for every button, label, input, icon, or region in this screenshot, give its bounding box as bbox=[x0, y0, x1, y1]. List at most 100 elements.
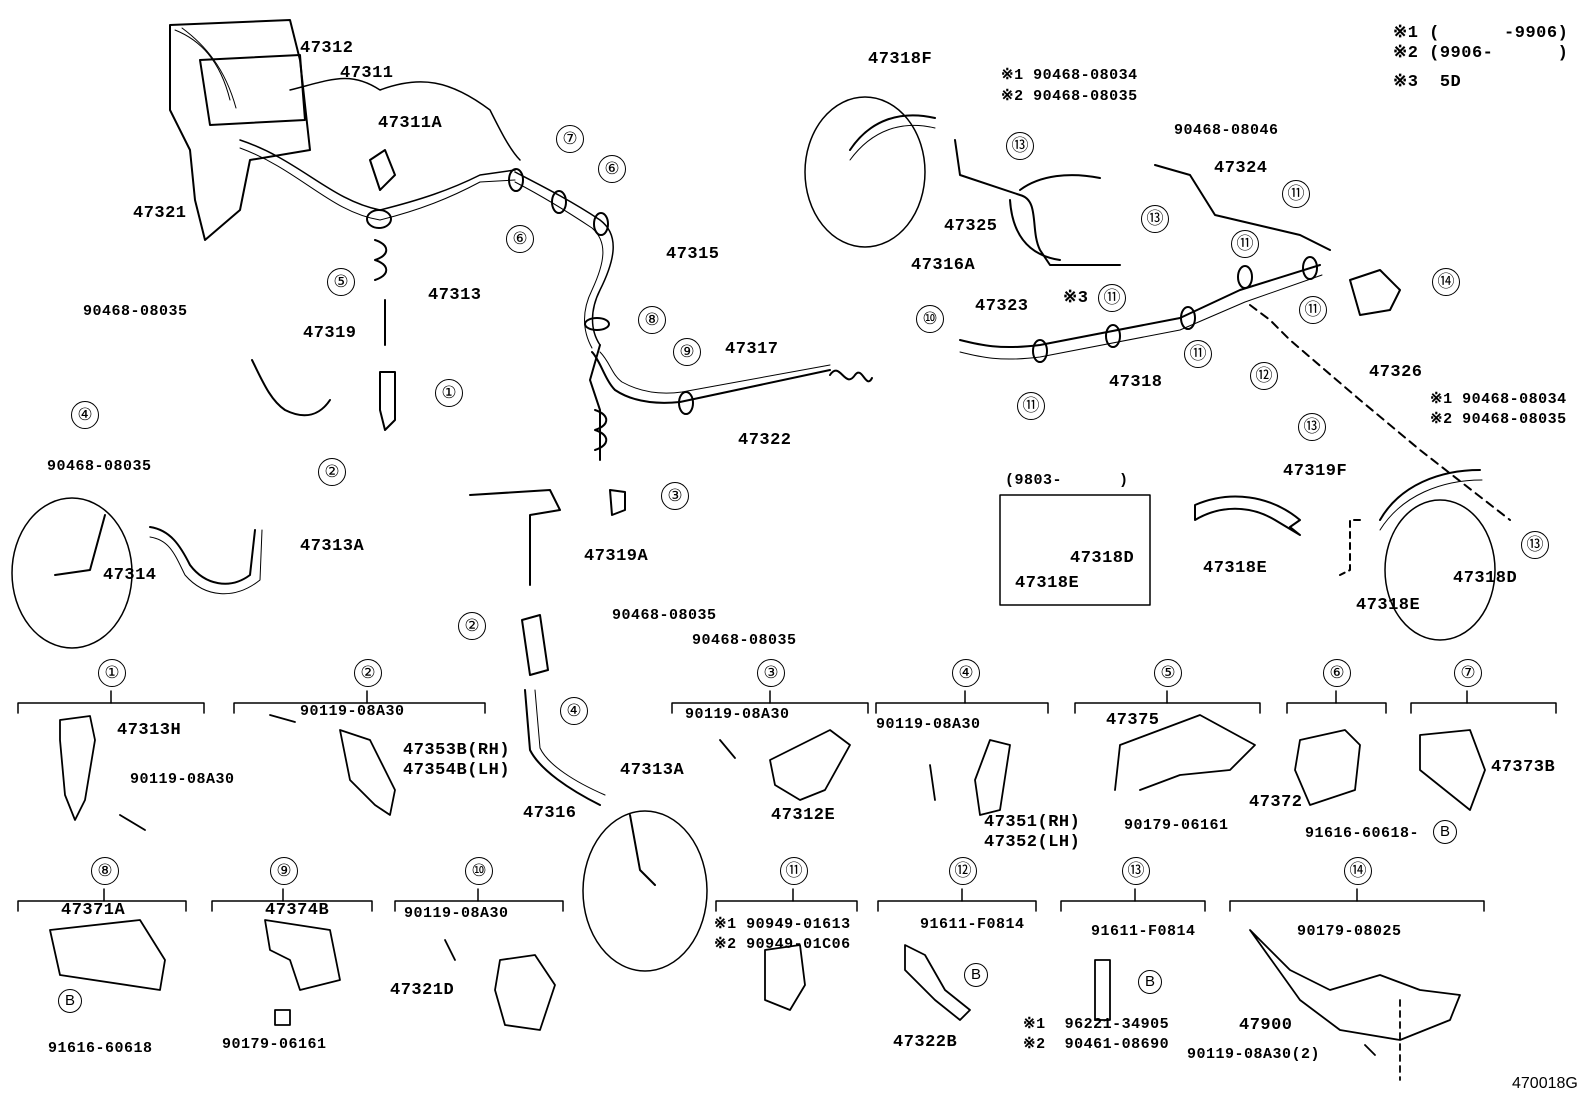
ref-2: ② bbox=[458, 612, 486, 640]
ref-14: ⑭ bbox=[1432, 268, 1460, 296]
ref-7: ⑦ bbox=[556, 125, 584, 153]
part-47372: 47372 bbox=[1249, 793, 1303, 812]
group-header-12: ⑫ bbox=[949, 857, 977, 885]
callout-47324: 47324 bbox=[1214, 159, 1268, 178]
ref-12: ⑫ bbox=[1250, 362, 1278, 390]
callout-47314: 47314 bbox=[103, 566, 157, 585]
callout-47318: 47318 bbox=[1109, 373, 1163, 392]
part-47353B: 47353B(RH) bbox=[403, 741, 511, 760]
callout-90468-08035: 90468-08035 bbox=[612, 607, 717, 624]
part-90119-08A30: 90119-08A30 bbox=[300, 703, 405, 720]
part-47313H: 47313H bbox=[117, 721, 182, 740]
part-90179-06161: 90179-06161 bbox=[1124, 817, 1229, 834]
group-header-6: ⑥ bbox=[1323, 659, 1351, 687]
part-90949-01C06: ※2 90949-01C06 bbox=[714, 936, 851, 953]
group-header-5: ⑤ bbox=[1154, 659, 1182, 687]
part-47321D: 47321D bbox=[390, 981, 455, 1000]
group-header-3: ③ bbox=[757, 659, 785, 687]
callout-47318E: 47318E bbox=[1203, 559, 1268, 578]
rear-brake-drawing bbox=[804, 96, 1511, 641]
part-47371A: 47371A bbox=[61, 901, 126, 920]
group-header-4: ④ bbox=[952, 659, 980, 687]
callout-47325: 47325 bbox=[944, 217, 998, 236]
ref-1: ① bbox=[435, 379, 463, 407]
callout-x2-90468-08035: ※2 90468-08035 bbox=[1001, 88, 1138, 105]
callout-47319A: 47319A bbox=[584, 547, 649, 566]
ref-3: ③ bbox=[661, 482, 689, 510]
part-47322B: 47322B bbox=[893, 1033, 958, 1052]
part-90179-08025: 90179-08025 bbox=[1297, 923, 1402, 940]
callout-47313: 47313 bbox=[428, 286, 482, 305]
part-47351: 47351(RH) bbox=[984, 813, 1081, 832]
note-3: ※3 5D bbox=[1393, 73, 1462, 92]
callout-x2-90468-08035-b: ※2 90468-08035 bbox=[1430, 411, 1567, 428]
part-47900: 47900 bbox=[1239, 1016, 1293, 1035]
callout-90468-08035: 90468-08035 bbox=[83, 303, 188, 320]
callout-47318D: 47318D bbox=[1070, 549, 1135, 568]
callout-47311: 47311 bbox=[340, 64, 394, 83]
callout-47317: 47317 bbox=[725, 340, 779, 359]
part-91616-60618: 91616-60618 bbox=[48, 1040, 153, 1057]
callout-47315: 47315 bbox=[666, 245, 720, 264]
callout-x1-90468-08034: ※1 90468-08034 bbox=[1001, 67, 1138, 84]
callout-x3: ※3 bbox=[1063, 289, 1089, 308]
part-90179-06161: 90179-06161 bbox=[222, 1036, 327, 1053]
ref-10: ⑩ bbox=[916, 305, 944, 333]
ref-13: ⑬ bbox=[1298, 413, 1326, 441]
ref-b: B bbox=[58, 989, 82, 1013]
part-90119-08A30: 90119-08A30 bbox=[404, 905, 509, 922]
part-91611-F0814: 91611-F0814 bbox=[920, 916, 1025, 933]
group-header-1: ① bbox=[98, 659, 126, 687]
group-header-14: ⑭ bbox=[1344, 857, 1372, 885]
callout-47318F: 47318F bbox=[868, 50, 933, 69]
ref-b: B bbox=[964, 963, 988, 987]
part-47312E: 47312E bbox=[771, 806, 836, 825]
callout-47323: 47323 bbox=[975, 297, 1029, 316]
callout-47318E: 47318E bbox=[1356, 596, 1421, 615]
group-header-10: ⑩ bbox=[465, 857, 493, 885]
group-header-2: ② bbox=[354, 659, 382, 687]
callout-47319: 47319 bbox=[303, 324, 357, 343]
callout-47322: 47322 bbox=[738, 431, 792, 450]
ref-4: ④ bbox=[560, 697, 588, 725]
callout-90468-08035: 90468-08035 bbox=[692, 632, 797, 649]
callout-47312: 47312 bbox=[300, 39, 354, 58]
group-header-7: ⑦ bbox=[1454, 659, 1482, 687]
callout-90468-08035: 90468-08035 bbox=[47, 458, 152, 475]
ref-11: ⑪ bbox=[1231, 230, 1259, 258]
ref-13: ⑬ bbox=[1141, 205, 1169, 233]
group-header-13: ⑬ bbox=[1122, 857, 1150, 885]
callout-47319F: 47319F bbox=[1283, 462, 1348, 481]
ref-11: ⑪ bbox=[1299, 296, 1327, 324]
master-cylinder-drawing bbox=[169, 19, 873, 461]
ref-8: ⑧ bbox=[638, 306, 666, 334]
ref-11: ⑪ bbox=[1282, 180, 1310, 208]
callout-90468-08046: 90468-08046 bbox=[1174, 122, 1279, 139]
callout-47316A: 47316A bbox=[911, 256, 976, 275]
callout-47316: 47316 bbox=[523, 804, 577, 823]
diagram-id: 470018G bbox=[1512, 1075, 1578, 1092]
ref-2: ② bbox=[318, 458, 346, 486]
part-47373B: 47373B bbox=[1491, 758, 1556, 777]
group-header-9: ⑨ bbox=[270, 857, 298, 885]
group-header-11: ⑪ bbox=[780, 857, 808, 885]
front-right-brake-drawing bbox=[469, 489, 708, 972]
part-96221-34905: ※1 96221-34905 bbox=[1023, 1016, 1170, 1033]
front-left-brake-drawing bbox=[11, 359, 396, 649]
group-header-8: ⑧ bbox=[91, 857, 119, 885]
ref-13: ⑬ bbox=[1006, 132, 1034, 160]
callout-47313A: 47313A bbox=[620, 761, 685, 780]
note-2: ※2 (9906- ) bbox=[1393, 44, 1569, 63]
ref-11: ⑪ bbox=[1017, 392, 1045, 420]
part-91611-F0814: 91611-F0814 bbox=[1091, 923, 1196, 940]
callout-47313A: 47313A bbox=[300, 537, 365, 556]
part-90461-08690: ※2 90461-08690 bbox=[1023, 1036, 1170, 1053]
part-90119-08A30-2: 90119-08A30(2) bbox=[1187, 1046, 1321, 1063]
callout-47318D: 47318D bbox=[1453, 569, 1518, 588]
part-90949-01613: ※1 90949-01613 bbox=[714, 916, 851, 933]
part-91616-60618: 91616-60618- bbox=[1305, 825, 1420, 842]
part-47375: 47375 bbox=[1106, 711, 1160, 730]
ref-11: ⑪ bbox=[1098, 284, 1126, 312]
group-part-sketches bbox=[49, 714, 1486, 1081]
